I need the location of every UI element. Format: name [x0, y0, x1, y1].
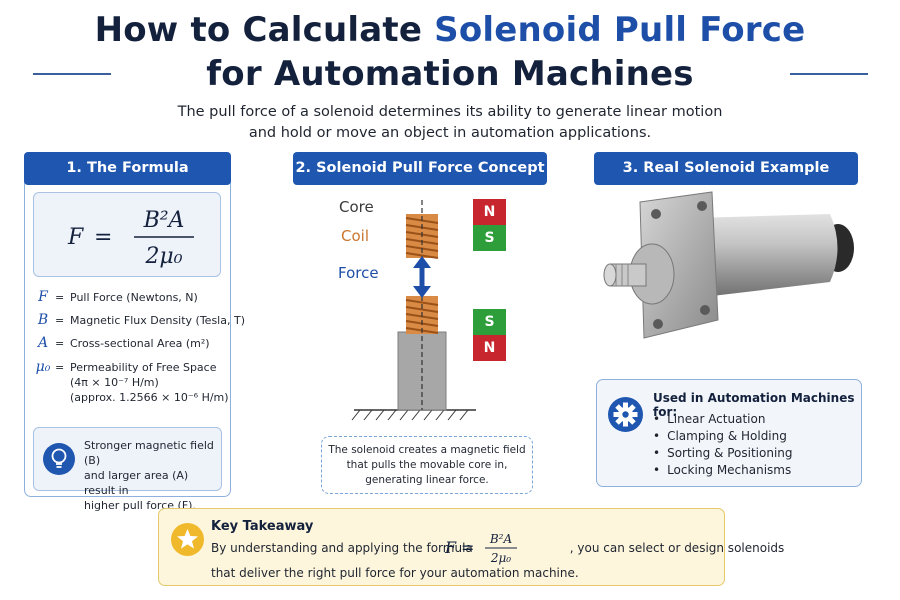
list-item: Locking Mechanisms — [653, 462, 793, 479]
takeaway-line-1-after: , you can select or design solenoids — [569, 541, 785, 555]
star-icon — [171, 523, 204, 556]
inline-formula-numerator: B²A — [489, 532, 513, 546]
definition-symbol: A — [37, 335, 49, 351]
inline-formula-lhs: F — [444, 538, 457, 557]
definition-text-line2: (4π × 10⁻⁷ H/m) — [70, 376, 159, 389]
ground-hatch — [351, 409, 469, 421]
inline-formula-equals: = — [461, 538, 474, 557]
solenoid-body — [695, 214, 838, 298]
label-coil: Coil — [341, 227, 369, 245]
flange-hole — [653, 319, 663, 329]
definition-equals: = — [55, 361, 65, 374]
gear-icon — [608, 397, 643, 432]
inline-formula-denominator: 2μ₀ — [490, 551, 511, 565]
label-force: Force — [338, 264, 379, 282]
title-part1: How to Calculate — [94, 10, 423, 50]
uses-box: Used in Automation Machines for: Linear … — [596, 379, 862, 487]
definition-A: A = Cross-sectional Area (m²) — [33, 335, 223, 353]
example-panel-heading: 3. Real Solenoid Example — [594, 152, 858, 185]
uses-list: Linear Actuation Clamping & Holding Sort… — [653, 411, 793, 479]
formula-svg: F = B²A 2μ₀ — [67, 208, 194, 269]
title-accent: Solenoid Pull Force — [434, 10, 806, 50]
definition-text: Pull Force (Newtons, N) — [70, 291, 198, 304]
key-takeaway-box: Key Takeaway By understanding and applyi… — [158, 508, 784, 586]
title-rule-right — [790, 73, 868, 75]
note-line-2: and larger area (A) result in — [84, 469, 189, 497]
definition-text: Permeability of Free Space — [70, 361, 217, 374]
upper-pole-north: N — [473, 199, 506, 225]
definition-symbol: F — [38, 289, 48, 305]
definition-B: B = Magnetic Flux Density (Tesla, T) — [33, 312, 245, 330]
formula-equals: = — [94, 225, 112, 250]
double-arrow-icon — [413, 256, 431, 298]
takeaway-line-1-text: By understanding and applying the formul… — [211, 541, 473, 555]
page-subtitle: The pull force of a solenoid determines … — [0, 102, 900, 144]
flange-hole — [651, 209, 661, 219]
caption-line-2: that pulls the movable core in, — [346, 459, 508, 471]
lower-pole-south: S — [473, 309, 506, 335]
concept-caption: The solenoid creates a magnetic field th… — [321, 436, 533, 494]
definition-equals: = — [55, 337, 65, 350]
upper-pole-south: S — [473, 225, 506, 251]
takeaway-title: Key Takeaway — [211, 519, 314, 534]
list-item: Sorting & Positioning — [653, 445, 792, 462]
definition-symbol: μ₀ — [35, 359, 51, 375]
solenoid-concept-diagram — [351, 200, 476, 421]
flange-hole — [700, 305, 710, 315]
definition-mu0: μ₀ = Permeability of Free Space (4π × 10… — [33, 359, 229, 407]
list-item: Linear Actuation — [653, 411, 793, 428]
lightbulb-icon — [43, 443, 75, 475]
page-title: How to Calculate Solenoid Pull Force for… — [0, 8, 900, 96]
plunger — [603, 263, 647, 287]
definition-F: F = Pull Force (Newtons, N) — [33, 289, 223, 307]
subtitle-line-2: and hold or move an object in automation… — [248, 125, 652, 141]
label-core: Core — [339, 198, 374, 216]
definition-symbol: B — [37, 312, 49, 328]
formula-panel-heading: 1. The Formula — [24, 152, 231, 185]
inline-formula: F = B²A 2μ₀ — [444, 532, 517, 565]
list-item: Clamping & Holding — [653, 428, 793, 445]
takeaway-line-2: that deliver the right pull force for yo… — [211, 566, 579, 580]
caption-line-3: generating linear force. — [365, 474, 489, 486]
formula-note: Stronger magnetic field (B) and larger a… — [33, 427, 222, 512]
title-line-2: for Automation Machines — [206, 54, 694, 94]
title-line-1: How to Calculate Solenoid Pull Force — [0, 8, 900, 52]
definition-text-line3: (approx. 1.2566 × 10⁻⁶ H/m) — [70, 391, 229, 404]
formula-numerator: B²A — [143, 208, 185, 233]
definition-equals: = — [55, 314, 65, 327]
formula-denominator: 2μ₀ — [144, 244, 182, 269]
subtitle-line-1: The pull force of a solenoid determines … — [177, 104, 723, 120]
note-line-1: Stronger magnetic field (B) — [84, 439, 214, 467]
solenoid-photo-illustration — [603, 191, 854, 339]
takeaway-line-1: By understanding and applying the formul… — [211, 541, 784, 555]
concept-panel-heading: 2. Solenoid Pull Force Concept — [293, 152, 547, 185]
title-rule-left — [33, 73, 111, 75]
formula-lhs: F — [67, 225, 84, 250]
caption-line-1: The solenoid creates a magnetic field — [328, 444, 526, 456]
lower-pole-north: N — [473, 335, 506, 361]
definition-text: Cross-sectional Area (m²) — [70, 337, 210, 350]
formula-note-text: Stronger magnetic field (B) and larger a… — [84, 438, 219, 513]
definition-text: Magnetic Flux Density (Tesla, T) — [70, 314, 245, 327]
flange-hole — [697, 201, 707, 211]
definition-equals: = — [55, 291, 65, 304]
formula-box: F = B²A 2μ₀ — [33, 192, 221, 277]
